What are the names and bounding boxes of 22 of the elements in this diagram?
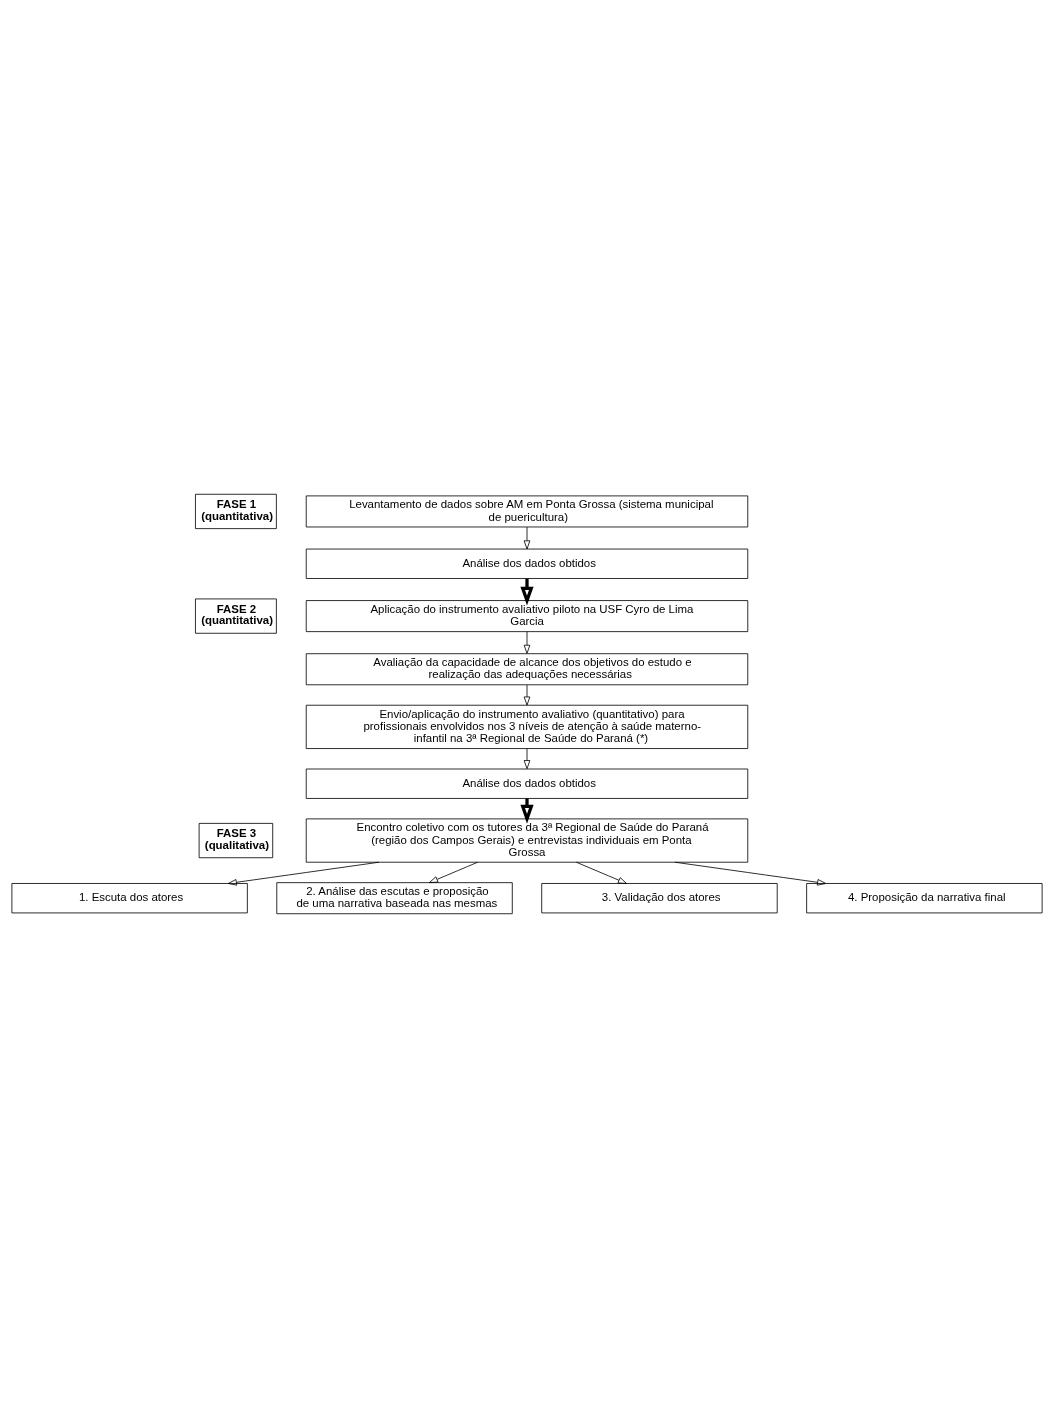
node-box: Avaliação da capacidade de alcance dos objetivos do estudo e realização das adequações necessárias	[305, 652, 749, 685]
node-box: 1. Escuta dos atores	[11, 882, 248, 913]
node-box: FASE 3 (qualitativa)	[198, 822, 274, 858]
node-box: 4. Proposição da narrativa final	[806, 882, 1043, 913]
node-box: Análise dos dados obtidos	[305, 768, 749, 799]
arrow	[227, 861, 380, 886]
arrow	[520, 578, 534, 605]
node-box: 3. Validação dos atores	[541, 882, 778, 913]
node-box: Levantamento de dados sobre AM em Ponta Grossa (sistema municipal de puericultura)	[305, 495, 749, 527]
node-box: FASE 2 (quantitativa)	[195, 598, 277, 634]
node-box: Aplicação do instrumento avaliativo piloto na USF Cyro de Lima Garcia	[305, 599, 749, 632]
arrow	[523, 630, 531, 654]
node-box: Envio/aplicação do instrumento avaliativo (quantitativo) para profissionais envolvidos nos 3 níveis de atenção à saúde materno-infantil na 3ª Regional de Saúde do Paraná (*)	[305, 704, 749, 749]
arrow	[523, 684, 531, 706]
node-box: Encontro coletivo com os tutores da 3ª Regional de Saúde do Paraná (região dos Campos Gerais) e entrevistas individuais em Ponta Grossa	[305, 817, 749, 863]
arrow	[520, 797, 534, 824]
arrow	[523, 747, 531, 769]
arrow	[523, 526, 531, 549]
arrow	[674, 861, 827, 886]
node-box: FASE 1 (quantitativa)	[195, 493, 277, 529]
node-box: Análise dos dados obtidos	[305, 548, 749, 579]
node-box: 2. Análise das escutas e proposição de uma narrativa baseada nas mesmas	[276, 881, 513, 914]
